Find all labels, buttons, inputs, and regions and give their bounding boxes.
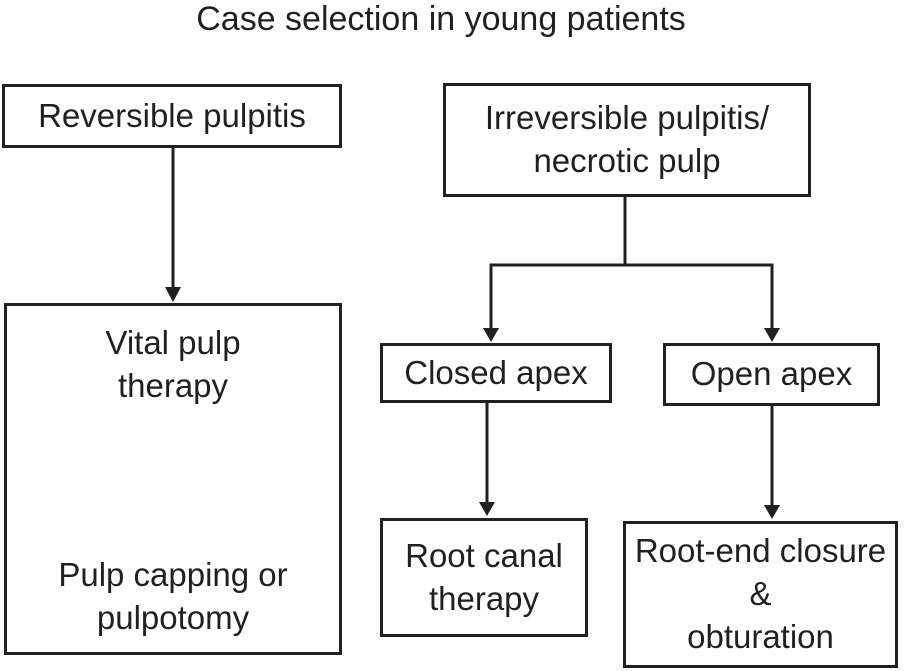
node-reversible-pulpitis: Reversible pulpitis — [2, 84, 342, 148]
arrow-branch-to-open-head — [764, 328, 780, 342]
node-irreversible-pulpitis-line2: necrotic pulp — [533, 142, 721, 179]
vital-pulp-therapy-line1: Vital pulp — [105, 324, 241, 361]
node-reversible-pulpitis-label: Reversible pulpitis — [38, 96, 306, 134]
node-open-apex-label: Open apex — [690, 355, 853, 393]
node-open-apex: Open apex — [663, 343, 880, 406]
node-irreversible-pulpitis-line1: Irreversible pulpitis/ — [484, 99, 770, 137]
root-end-closure-line1: Root-end closure — [634, 532, 887, 570]
pulp-capping-line2: pulpotomy — [96, 599, 250, 637]
pulp-capping-text: Pulp capping or pulpotomy — [7, 554, 339, 640]
arrow-open-to-rootend-head — [764, 505, 780, 519]
node-vital-pulp-therapy: Vital pulp therapy Pulp capping or pulpo… — [4, 303, 342, 655]
root-canal-therapy-line2: therapy — [428, 579, 540, 617]
arrow-closed-to-rootcanal-head — [479, 502, 495, 516]
arrow-branch-to-closed-head — [483, 328, 499, 342]
vital-pulp-therapy-line2: therapy — [117, 366, 229, 404]
pulp-capping-line1: Pulp capping or — [58, 556, 288, 594]
node-root-canal-therapy: Root canal therapy — [380, 518, 588, 637]
root-canal-therapy-line1: Root canal — [405, 536, 563, 574]
node-closed-apex-label: Closed apex — [404, 353, 588, 391]
node-closed-apex: Closed apex — [380, 343, 612, 403]
vital-pulp-therapy-text: Vital pulp therapy — [7, 322, 339, 408]
root-end-closure-line3: obturation — [687, 617, 834, 655]
diagram-title: Case selection in young patients — [196, 0, 686, 38]
node-root-end-closure: Root-end closure & obturation — [623, 521, 898, 668]
root-end-closure-line2: & — [749, 575, 772, 613]
arrow-reversible-to-vital-head — [165, 287, 181, 302]
node-irreversible-pulpitis: Irreversible pulpitis/ necrotic pulp — [443, 83, 811, 197]
